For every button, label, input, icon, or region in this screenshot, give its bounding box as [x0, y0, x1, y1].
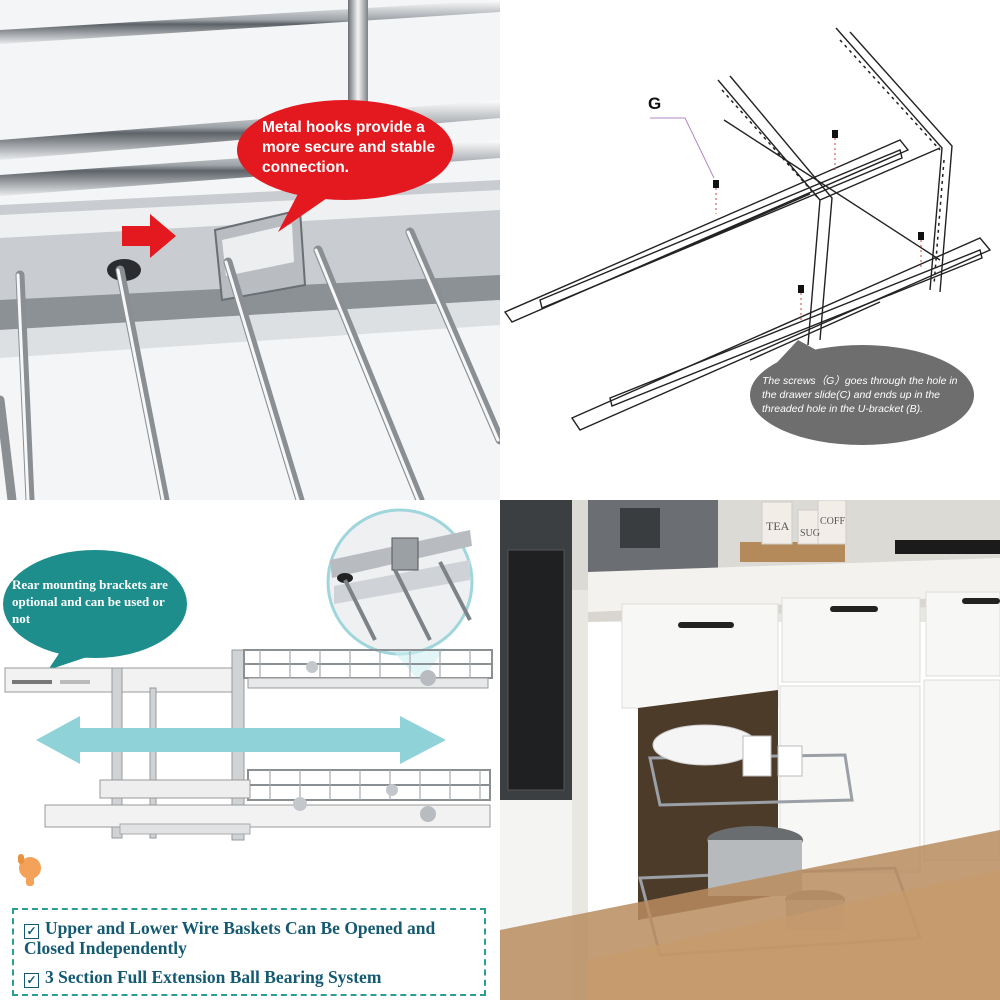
red-callout-bubble: [237, 100, 453, 232]
feature-text: 3 Section Full Extension Ball Bearing Sy…: [45, 967, 382, 987]
assembly-diagram-panel: G The screws（G）goes through the hole in …: [500, 0, 1000, 500]
feature-text: Upper and Lower Wire Baskets Can Be Open…: [24, 918, 436, 958]
hooks-callout-text: Metal hooks provide a more secure and st…: [262, 119, 436, 176]
hooks-closeup-panel: Metal hooks provide a more secure and st…: [0, 0, 500, 500]
hooks-closeup-illustration: [0, 0, 500, 500]
extension-arrow-icon: [36, 716, 446, 764]
canister-group: TEA SUG COFF: [761, 500, 847, 545]
red-arrow-icon: [122, 214, 176, 258]
pointing-hand-icon: [18, 854, 41, 886]
brackets-callout-text: Rear mounting brackets are optional and …: [12, 577, 168, 626]
assembly-callout-text: The screws（G）goes through the hole in th…: [762, 375, 958, 415]
checkbox-icon: ✓: [24, 924, 39, 939]
feature-item: ✓Upper and Lower Wire Baskets Can Be Ope…: [24, 918, 484, 958]
kitchen-photo-panel: TEA SUG COFF: [500, 500, 1000, 1000]
canister-label: COFF: [820, 516, 845, 527]
checkbox-icon: ✓: [24, 973, 39, 988]
grey-callout-bubble: [750, 340, 974, 445]
magnifier-inset: [326, 508, 474, 682]
assembly-line-drawing: [503, 27, 992, 445]
kitchen-scene: TEA SUG COFF: [500, 500, 1000, 1000]
feature-item: ✓ 3 Section Full Extension Ball Bearing S…: [24, 967, 382, 988]
features-box: ✓Upper and Lower Wire Baskets Can Be Ope…: [12, 908, 486, 996]
teal-callout-bubble: [3, 550, 187, 670]
screw-label-g: G: [648, 94, 662, 113]
canister-label: SUG: [800, 528, 820, 539]
product-illustration: [3, 508, 493, 886]
product-diagram-panel: Rear mounting brackets are optional and …: [0, 500, 500, 1000]
canister-label: TEA: [766, 519, 790, 533]
